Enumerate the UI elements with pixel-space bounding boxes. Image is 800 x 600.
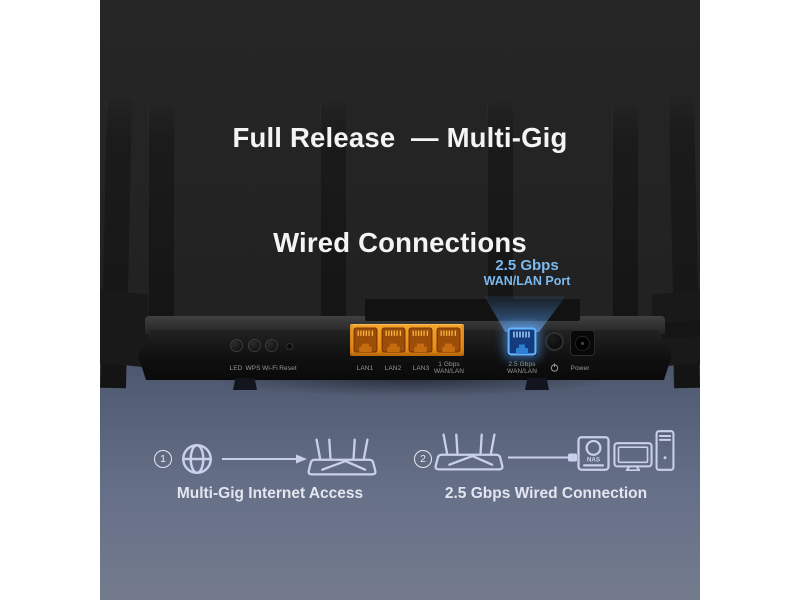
rj45-port-icon	[436, 327, 461, 353]
wan-25g-label: 2.5 Gbps WAN/LAN	[506, 361, 538, 375]
content-stage: Full Release — Multi-Gig Wired Connectio…	[100, 0, 700, 600]
router-foot	[525, 378, 549, 390]
arrow-icon	[222, 454, 307, 464]
dc-jack	[570, 330, 595, 356]
step-1-number: 1	[154, 450, 172, 468]
rj45-port-icon	[381, 327, 406, 353]
step-1-caption: Multi-Gig Internet Access	[176, 485, 364, 502]
rj45-port-icon	[353, 327, 378, 353]
lan2-label: LAN2	[384, 365, 402, 372]
router-icon	[307, 438, 377, 476]
lan1-label: LAN1	[356, 365, 374, 372]
wan-25g-port	[507, 327, 537, 356]
wifi-label: Wi-Fi	[262, 365, 278, 372]
antenna-icon	[612, 106, 638, 342]
step-2-number: 2	[414, 450, 432, 468]
nas-label: NAS	[587, 457, 600, 464]
callout-line-2: WAN/LAN Port	[483, 274, 571, 288]
power-button	[545, 332, 564, 351]
nas-icon: NAS	[577, 436, 610, 471]
reset-pinhole	[286, 343, 293, 350]
router-icon	[434, 433, 504, 471]
wps-label: WPS	[245, 365, 261, 372]
cable-icon	[508, 453, 577, 462]
power-label: Power	[570, 365, 590, 372]
title-line-1: Full Release — Multi-Gig	[232, 122, 568, 153]
monitor-icon	[613, 442, 653, 471]
wan-1g-label: 1 Gbps WAN/LAN	[433, 361, 465, 375]
router-foot	[233, 378, 257, 390]
reset-label: Reset	[279, 365, 297, 372]
dc-jack-pin	[581, 341, 584, 345]
router-shadow	[210, 378, 610, 396]
step-2-caption: 2.5 Gbps Wired Connection	[444, 485, 648, 502]
power-symbol-icon	[550, 363, 559, 372]
led-label: LED	[229, 365, 243, 372]
port-callout: 2.5 Gbps WAN/LAN Port	[427, 257, 627, 289]
title-line-2: Wired Connections	[273, 227, 527, 258]
antenna-icon	[148, 106, 174, 348]
wps-button	[248, 339, 261, 352]
lan3-label: LAN3	[412, 365, 430, 372]
antenna-icon	[320, 102, 346, 348]
rj45-port-blue-icon	[507, 327, 537, 356]
callout-line-1: 2.5 Gbps	[495, 257, 559, 274]
lan-port-block	[350, 324, 464, 356]
led-button	[230, 339, 243, 352]
page-title: Full Release — Multi-Gig Wired Connectio…	[100, 50, 700, 330]
globe-icon	[182, 444, 212, 474]
wifi-button	[265, 339, 278, 352]
rj45-port-icon	[408, 327, 433, 353]
floor-background	[100, 365, 700, 600]
tower-icon	[655, 430, 675, 471]
